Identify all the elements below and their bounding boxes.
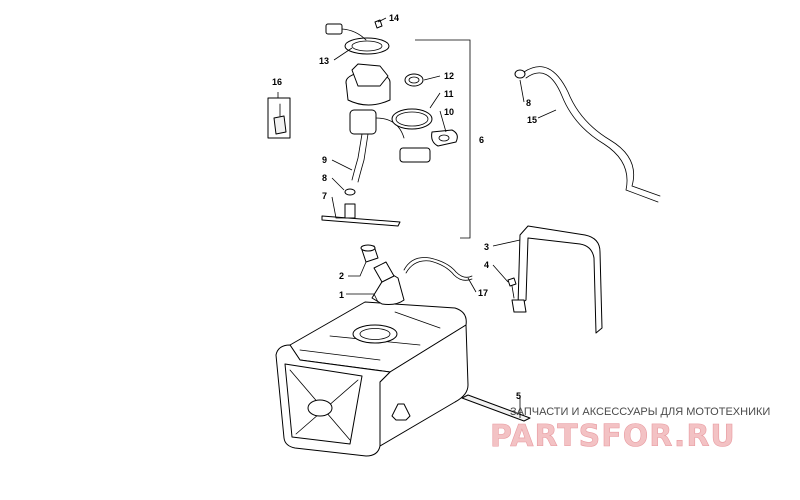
- leader-lines: [277, 17, 557, 418]
- callout-8: 8: [322, 173, 327, 183]
- grommet: [431, 129, 458, 147]
- lock-ring: [344, 37, 390, 55]
- strap-pad: [461, 394, 531, 422]
- callout-17: 17: [478, 288, 488, 298]
- pump-connector: [325, 23, 367, 41]
- callout-10: 10: [444, 107, 454, 117]
- hose-fitting: [344, 188, 356, 196]
- screw: [374, 19, 383, 29]
- fuel-sender: [321, 203, 401, 227]
- pump-gasket: [391, 108, 433, 130]
- callout-15: 15: [527, 115, 537, 125]
- tank-bracket: [511, 225, 603, 334]
- callout-numbers: 1 2 3 4 5 6 7 8 9 10 11 12 13 14 15 16 1…: [272, 13, 537, 401]
- callout-5: 5: [516, 391, 521, 401]
- fuel-hose: [514, 66, 661, 203]
- callout-12: 12: [444, 71, 454, 81]
- group-bracket: [415, 39, 471, 239]
- detail-box: [267, 97, 291, 139]
- callout-7: 7: [322, 191, 327, 201]
- filler-neck-cap: [373, 261, 395, 283]
- fuel-pump: [345, 63, 405, 183]
- callout-8b: 8: [526, 98, 531, 108]
- callout-6: 6: [479, 135, 484, 145]
- hose-clamp: [404, 73, 424, 87]
- bracket-bolt: [507, 277, 517, 299]
- callout-14: 14: [389, 13, 399, 23]
- filler-cap: [360, 244, 379, 263]
- callout-4: 4: [484, 260, 489, 270]
- vent-hose: [403, 257, 473, 278]
- callout-9: 9: [322, 155, 327, 165]
- callout-16: 16: [272, 77, 282, 87]
- pump-filter: [399, 147, 431, 163]
- callout-2: 2: [339, 271, 344, 281]
- callout-11: 11: [444, 89, 454, 99]
- watermark-tagline: ЗАПЧАСТИ И АКСЕССУАРЫ ДЛЯ МОТОТЕХНИКИ: [510, 406, 770, 418]
- callout-13: 13: [319, 56, 329, 66]
- callout-1: 1: [339, 290, 344, 300]
- watermark-brand: PARTSFOR.RU: [490, 419, 736, 454]
- fuel-tank: [275, 271, 469, 457]
- callout-3: 3: [484, 242, 489, 252]
- watermark: ЗАПЧАСТИ И АКСЕССУАРЫ ДЛЯ МОТОТЕХНИКИ PA…: [490, 406, 771, 454]
